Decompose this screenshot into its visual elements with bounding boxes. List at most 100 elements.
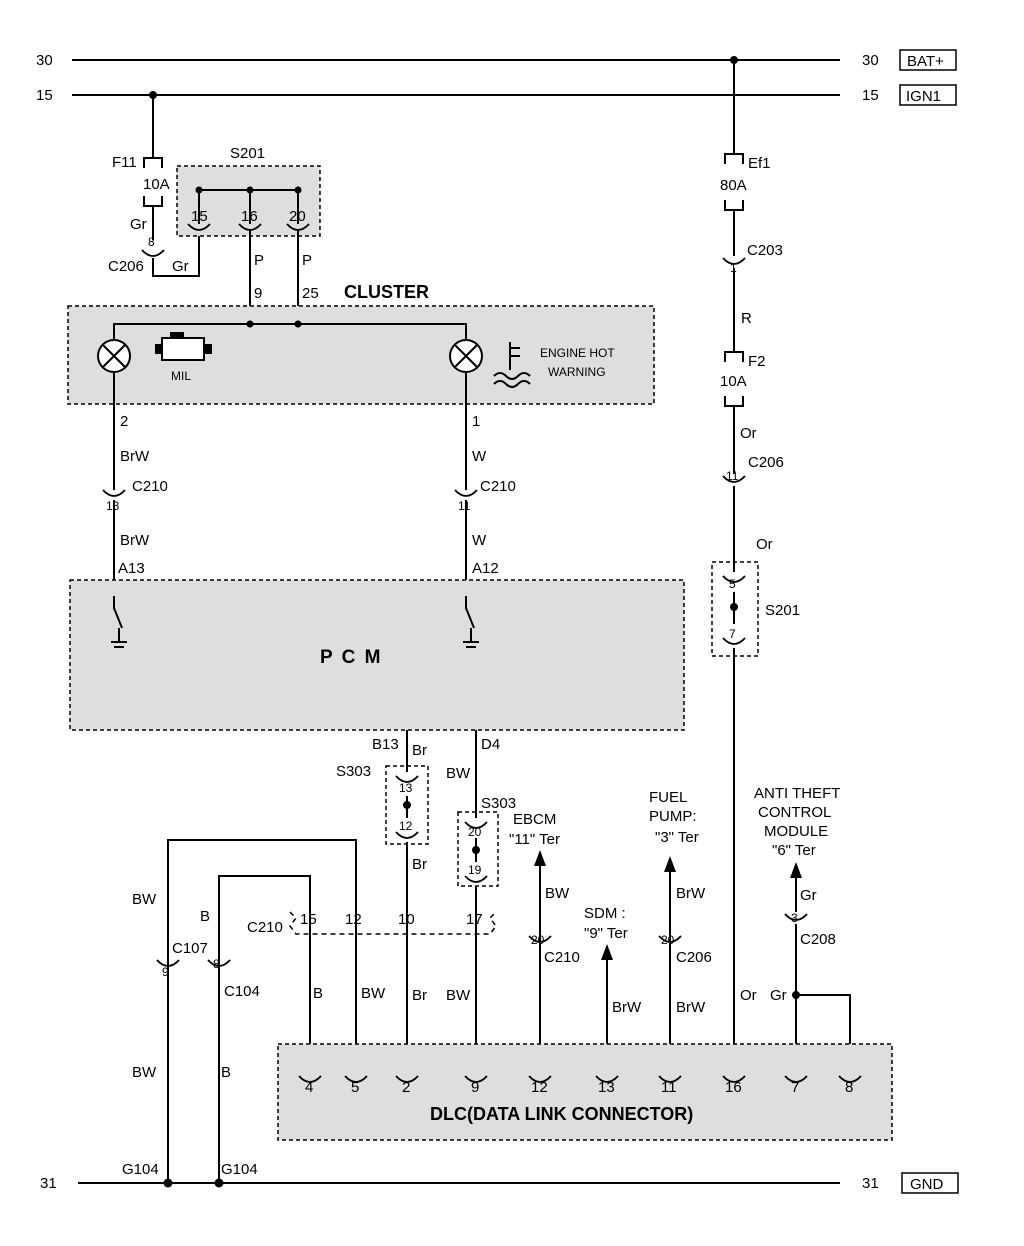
c210-row-connector: C210 15 12 10 17 [247,911,497,936]
f2-amp: 10A [720,373,747,390]
c206-fuel-label: C206 [676,949,712,966]
engine-icon [155,332,212,361]
warning-label: WARNING [548,365,606,379]
wire-b-dlc4: B [313,985,323,1002]
s201-pin-16: 16 [241,208,258,225]
s201-right-label: S201 [765,602,800,619]
fuel-label: FUEL [649,789,687,806]
cluster-title: CLUSTER [344,282,429,302]
gnd-label-box [901,1172,959,1194]
wire-brw-sdm: BrW [612,999,642,1016]
wire-p-20: P [302,252,312,269]
dlc-pin-13: 13 [598,1079,615,1096]
ehw-to-pcm-wire: W 11 C210 W A12 [454,448,516,596]
s201-pin-15: 15 [191,208,208,225]
dlc-pin-7: 7 [791,1079,799,1096]
gnd-rail-right-label: 31 [862,1175,879,1192]
wire-brw-fuel-lower: BrW [676,999,706,1016]
s201-top-label: S201 [230,145,265,162]
s303-left-label: S303 [336,763,371,780]
dlc-pins: 4 5 2 9 12 13 11 16 7 8 [298,1075,862,1096]
atc-label-2: CONTROL [758,804,831,821]
dlc-pin-5: 5 [351,1079,359,1096]
f11-label: F11 [112,154,137,171]
bat-label-box [899,49,957,71]
s201-top-splice: S201 15 16 20 P P 9 25 [176,145,321,324]
c210-ebcm-pin: 20 [531,933,545,947]
pcm-title: P C M [320,647,382,668]
pcm-pin-b13: B13 [372,736,399,753]
ebcm-label: EBCM [513,811,556,828]
wire-bw-c107-lower: BW [132,1064,157,1081]
s201-pin-20: 20 [289,208,306,225]
s303-left-pin-13: 13 [399,781,413,795]
cluster-pin-25: 25 [302,285,319,302]
dlc-pin-11: 11 [661,1079,677,1096]
sdm-lead: SDM : "9" Ter BrW [584,905,642,1074]
g104-b-label: G104 [221,1161,258,1178]
bat-rail: 30 30 BAT+ [36,49,957,71]
wire-bw-dlc9: BW [446,987,471,1004]
c210-row-pin-12: 12 [345,911,362,928]
ign-label: IGN1 [906,88,941,105]
ef1-label: Ef1 [748,155,771,172]
b-ground-loop: B 8 C104 B B [200,875,323,1183]
c210-row-pin-15: 15 [300,911,317,928]
s303-left-pin-12: 12 [399,819,413,833]
gnd-label: GND [910,1176,944,1193]
dlc-pin-4: 4 [305,1079,313,1096]
c208-label: C208 [800,931,836,948]
ign-rail: 15 15 IGN1 [36,84,957,106]
c210-row-pin-17: 17 [466,911,483,928]
wire-gr-atc-lower: Gr [770,987,787,1004]
pcm-pin-d4: D4 [481,736,500,753]
gnd-rail: 31 31 GND [40,1172,959,1194]
ign-label-box [899,84,957,106]
s303-right-label: S303 [481,795,516,812]
cluster-box: CLUSTER MIL ENGINE HOT WARNING 2 [67,282,655,490]
dlc-title: DLC(DATA LINK CONNECTOR) [430,1104,693,1124]
wire-gr-f11: Gr [130,216,147,233]
wire-or-c206: Or [756,536,773,553]
c107-pin: 9 [162,965,169,979]
wire-bw-ebcm: BW [545,885,570,902]
wire-bw-d4: BW [446,765,471,782]
wire-gr-s201: Gr [172,258,189,275]
c210-ebcm-label: C210 [544,949,580,966]
pcm-box: P C M B13 D4 [69,579,685,753]
wire-brw-upper: BrW [120,448,150,465]
g104-a-label: G104 [122,1161,159,1178]
wire-brw-fuel-upper: BrW [676,885,706,902]
dlc-pin-16: 16 [725,1079,742,1096]
c210-row-pin-10: 10 [398,911,415,928]
sdm-label: SDM : [584,905,626,922]
c210-row-label: C210 [247,919,283,936]
ef1-amp: 80A [720,177,747,194]
wire-or-dlc: Or [740,987,757,1004]
wire-b-c104-upper: B [200,908,210,925]
ign-rail-right-label: 15 [862,87,879,104]
wire-brw-lower: BrW [120,532,150,549]
sdm-ter: "9" Ter [584,925,628,942]
engine-hot-label: ENGINE HOT [540,346,615,360]
f11-branch: F11 10A Gr 8 C206 Gr [108,91,200,277]
c206-right-label: C206 [748,454,784,471]
c206-left-pin: 8 [148,235,155,249]
c206-fuel-pin: 20 [661,933,675,947]
mil-label: MIL [171,369,191,383]
f11-amp: 10A [143,176,170,193]
wire-r: R [741,310,752,327]
c104-pin: 8 [213,957,220,971]
cluster-pin-1: 1 [472,413,480,430]
ef1-branch: Ef1 80A 1 C203 R F2 10A Or 11 C206 Or 5 … [711,56,800,1074]
dlc-pin-12: 12 [531,1079,548,1096]
ign-rail-left-label: 15 [36,87,53,104]
s303-right-pin-19: 19 [468,863,482,877]
c104-label: C104 [224,983,260,1000]
wire-gr-atc-upper: Gr [800,887,817,904]
c203-label: C203 [747,242,783,259]
c210-11-label: C210 [480,478,516,495]
c210-13-label: C210 [132,478,168,495]
fuel-ter: "3" Ter [655,829,699,846]
